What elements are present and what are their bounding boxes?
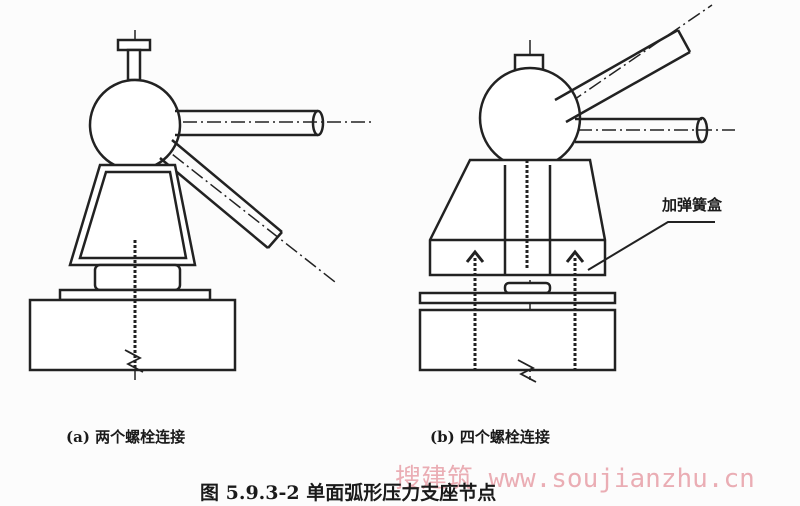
leader-line bbox=[587, 221, 715, 271]
spring-box-label: 加弹簧盒 bbox=[662, 196, 723, 214]
support-b bbox=[418, 4, 735, 383]
support-a bbox=[28, 30, 372, 380]
caption-b: (b) 四个螺栓连接 bbox=[430, 428, 550, 446]
figure-title: 图 5.9.3-2 单面弧形压力支座节点 bbox=[200, 482, 497, 504]
watermark: 搜建筑 www.soujianzhu.cn bbox=[395, 464, 755, 494]
caption-a: (a) 两个螺栓连接 bbox=[66, 428, 186, 446]
